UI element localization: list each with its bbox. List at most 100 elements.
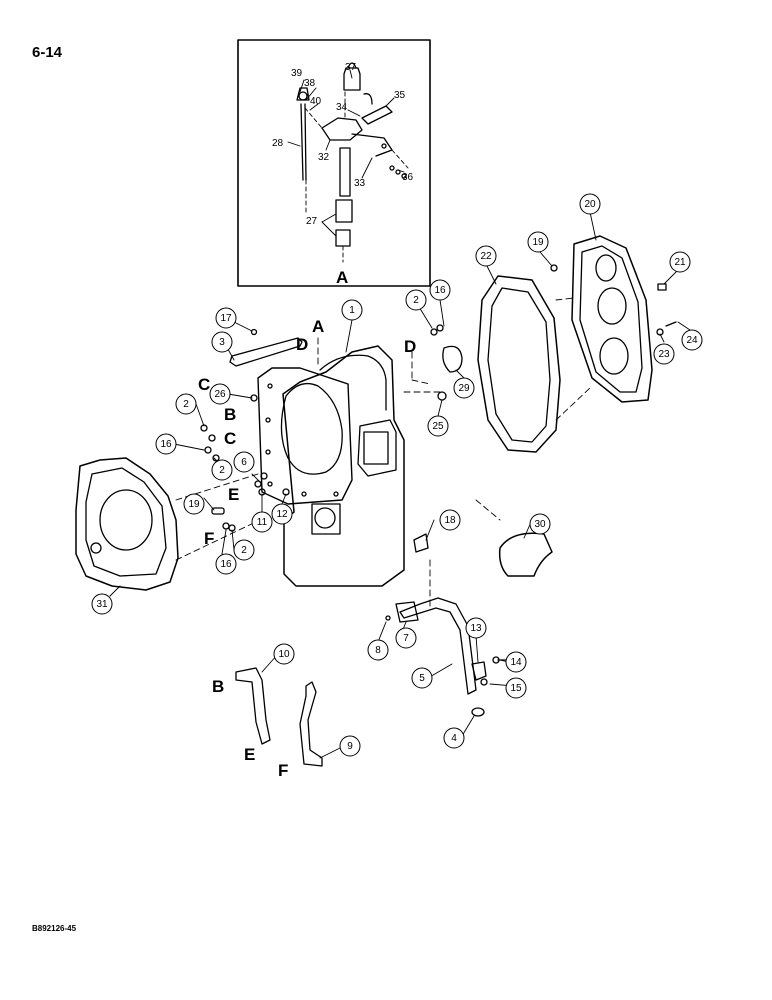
callout-number: 2 (241, 545, 247, 556)
callout-number: 16 (160, 439, 172, 450)
part-callout-5: 5 (411, 667, 433, 689)
callout-circle (427, 415, 449, 437)
rear-gasket (477, 275, 561, 453)
part-callout-30: 30 (529, 513, 551, 535)
inset-part-number: 38 (304, 78, 316, 89)
callout-circle (215, 553, 237, 575)
callout-circle (233, 451, 255, 473)
callout-number: 7 (403, 633, 409, 644)
connection-letter-b: B (224, 405, 236, 424)
callout-number: 13 (470, 623, 482, 634)
hose (299, 681, 323, 767)
part-callout-2: 2 (405, 289, 427, 311)
callout-circle (367, 639, 389, 661)
callout-circle (681, 329, 703, 351)
inset-part-number: 33 (354, 178, 366, 189)
callout-number: 3 (219, 337, 225, 348)
fittings (200, 264, 677, 717)
callout-number: 14 (510, 657, 522, 668)
callout-circle (211, 459, 233, 481)
rear-cover-plate (571, 235, 653, 403)
inset-part-number: 34 (336, 102, 348, 113)
callout-circle (453, 377, 475, 399)
callout-number: 8 (375, 645, 381, 656)
callout-circle (411, 667, 433, 689)
connection-letter-d: D (296, 335, 308, 354)
part-callout-16: 16 (429, 279, 451, 301)
inset-part-number: 36 (402, 172, 414, 183)
inset-part-number: 37 (345, 62, 357, 73)
callout-number: 22 (480, 251, 492, 262)
callout-circle (405, 289, 427, 311)
part-callout-25: 25 (427, 415, 449, 437)
callout-circle (443, 727, 465, 749)
callout-circle (215, 307, 237, 329)
part-callout-19: 19 (183, 493, 205, 515)
part-callout-29: 29 (453, 377, 475, 399)
part-callout-23: 23 (653, 343, 675, 365)
page-number: 6-14 (32, 44, 63, 61)
callout-circle (529, 513, 551, 535)
part-callout-2: 2 (233, 539, 255, 561)
part-callout-9: 9 (339, 735, 361, 757)
callout-number: 4 (451, 733, 457, 744)
callout-number: 12 (276, 509, 288, 520)
callout-circle (251, 511, 273, 533)
callout-number: 18 (444, 515, 456, 526)
front-gasket (75, 457, 179, 591)
callout-number: 16 (434, 285, 446, 296)
callout-number: 19 (532, 237, 544, 248)
inset-leader-lines (287, 69, 405, 237)
part-callout-4: 4 (443, 727, 465, 749)
callout-number: 20 (584, 199, 596, 210)
part-callout-15: 15 (505, 677, 527, 699)
callout-circle (91, 593, 113, 615)
inset-part-number: 28 (272, 138, 284, 149)
connection-letter-d: D (404, 337, 416, 356)
part-callout-18: 18 (439, 509, 461, 531)
part-callout-8: 8 (367, 639, 389, 661)
part-callout-24: 24 (681, 329, 703, 351)
connection-letter-e: E (228, 485, 239, 504)
inset-part-number: 32 (318, 152, 330, 163)
callout-circle (465, 617, 487, 639)
part-callout-26: 26 (209, 383, 231, 405)
part-callout-16: 16 (215, 553, 237, 575)
part-callout-12: 12 (271, 503, 293, 525)
callout-circle (669, 251, 691, 273)
part-callout-13: 13 (465, 617, 487, 639)
part-callout-20: 20 (579, 193, 601, 215)
inset-part-number: 27 (306, 216, 318, 227)
callout-number: 10 (278, 649, 290, 660)
connection-letter-f: F (204, 529, 214, 548)
callout-number: 2 (183, 399, 189, 410)
callout-number: 9 (347, 741, 353, 752)
callout-circle (271, 503, 293, 525)
part-callout-2: 2 (211, 459, 233, 481)
inset-frame (237, 39, 431, 287)
part-callout-2: 2 (175, 393, 197, 415)
callout-circle (653, 343, 675, 365)
filler-tube (399, 597, 477, 695)
part-callout-17: 17 (215, 307, 237, 329)
callout-number: 31 (96, 599, 108, 610)
callout-number: 11 (257, 517, 268, 528)
hose (235, 667, 271, 745)
callout-circle (439, 509, 461, 531)
callout-circle (233, 539, 255, 561)
callout-number: 1 (349, 305, 355, 316)
callout-number: 29 (458, 383, 470, 394)
part-callout-31: 31 (91, 593, 113, 615)
callout-number: 16 (220, 559, 232, 570)
callout-circle (273, 643, 295, 665)
callout-circle (183, 493, 205, 515)
callout-circle (579, 193, 601, 215)
part-callout-21: 21 (669, 251, 691, 273)
part-callout-19: 19 (527, 231, 549, 253)
part-callout-1: 1 (341, 299, 363, 321)
transmission-housing (257, 345, 405, 587)
inset-part-number: 39 (291, 68, 303, 79)
connection-letter-c: C (224, 429, 236, 448)
callout-circle (339, 735, 361, 757)
